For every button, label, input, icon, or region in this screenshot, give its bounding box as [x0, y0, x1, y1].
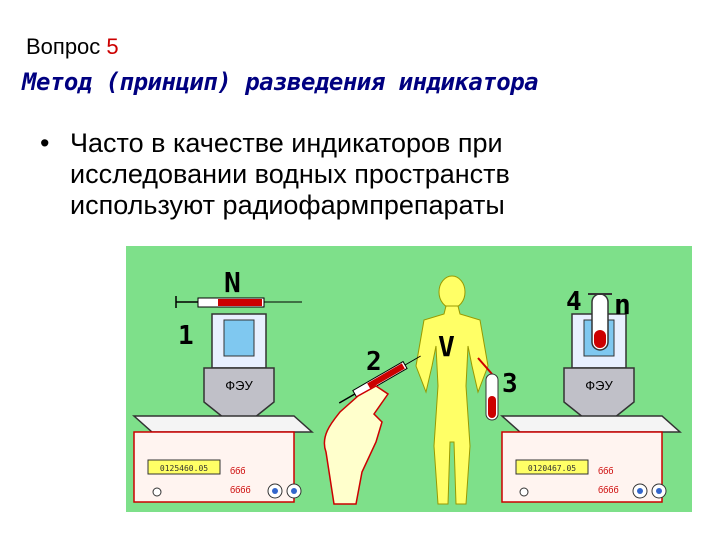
right-detector-body	[563, 367, 635, 419]
left-counter-display	[147, 459, 221, 475]
label-N: N	[224, 266, 241, 299]
syringe-1	[175, 296, 302, 308]
right-buttons-row1: ббб	[598, 466, 613, 476]
left-knob-2-center	[291, 488, 297, 494]
label-n: n	[614, 288, 631, 321]
label-4: 4	[566, 287, 582, 317]
bullet-dot: •	[40, 128, 50, 158]
left-counter-value: 0125460.05	[160, 464, 208, 473]
left-detector-body	[203, 367, 275, 419]
right-detector-label: ФЭУ	[585, 378, 613, 393]
question-number: 5	[106, 34, 119, 59]
syringe-1-liquid	[218, 299, 262, 306]
sample-tube-3	[477, 357, 499, 421]
left-buttons-row2: бббб	[230, 485, 251, 495]
right-counter-value: 0120467.05	[528, 464, 576, 473]
right-buttons-row2: бббб	[598, 485, 619, 495]
left-well	[223, 319, 255, 357]
bullet-text: Часто в качестве индикаторов при исследо…	[70, 128, 510, 220]
syringe-2-liquid	[367, 363, 405, 389]
question-label: Вопрос	[26, 34, 101, 59]
right-knob-2-center	[656, 488, 662, 494]
left-power-knob	[152, 487, 162, 497]
indicator-dilution-figure: ФЭУ 0125460.05 ббб бббб N 1 V	[126, 246, 692, 512]
figure-body	[415, 305, 489, 505]
tube-4-blood	[594, 330, 606, 348]
label-3: 3	[502, 369, 518, 399]
figure-head	[438, 275, 466, 309]
human-figure	[415, 275, 489, 505]
hand	[323, 385, 390, 505]
label-V: V	[438, 330, 455, 363]
syringe-2-plunger	[338, 393, 356, 404]
right-counter-display	[515, 459, 589, 475]
left-knob-1-center	[272, 488, 278, 494]
question-heading: Вопрос 5	[26, 34, 119, 60]
sample-tube-4	[588, 293, 612, 351]
right-power-knob	[519, 487, 529, 497]
syringe-2-needle	[404, 355, 421, 366]
right-counter-top	[500, 415, 682, 433]
left-buttons-row1: ббб	[230, 466, 245, 476]
tube-3-blood	[488, 396, 496, 418]
syringe-2	[338, 355, 421, 404]
right-knob-1-center	[637, 488, 643, 494]
label-1: 1	[178, 321, 194, 351]
left-detector-label: ФЭУ	[225, 378, 253, 393]
label-2: 2	[366, 347, 382, 377]
left-counter-top	[132, 415, 314, 433]
slide-title: Метод (принцип) разведения индикатора	[22, 68, 539, 96]
left-counter-device: ФЭУ 0125460.05 ббб бббб	[132, 313, 314, 503]
sample-line	[477, 357, 493, 375]
